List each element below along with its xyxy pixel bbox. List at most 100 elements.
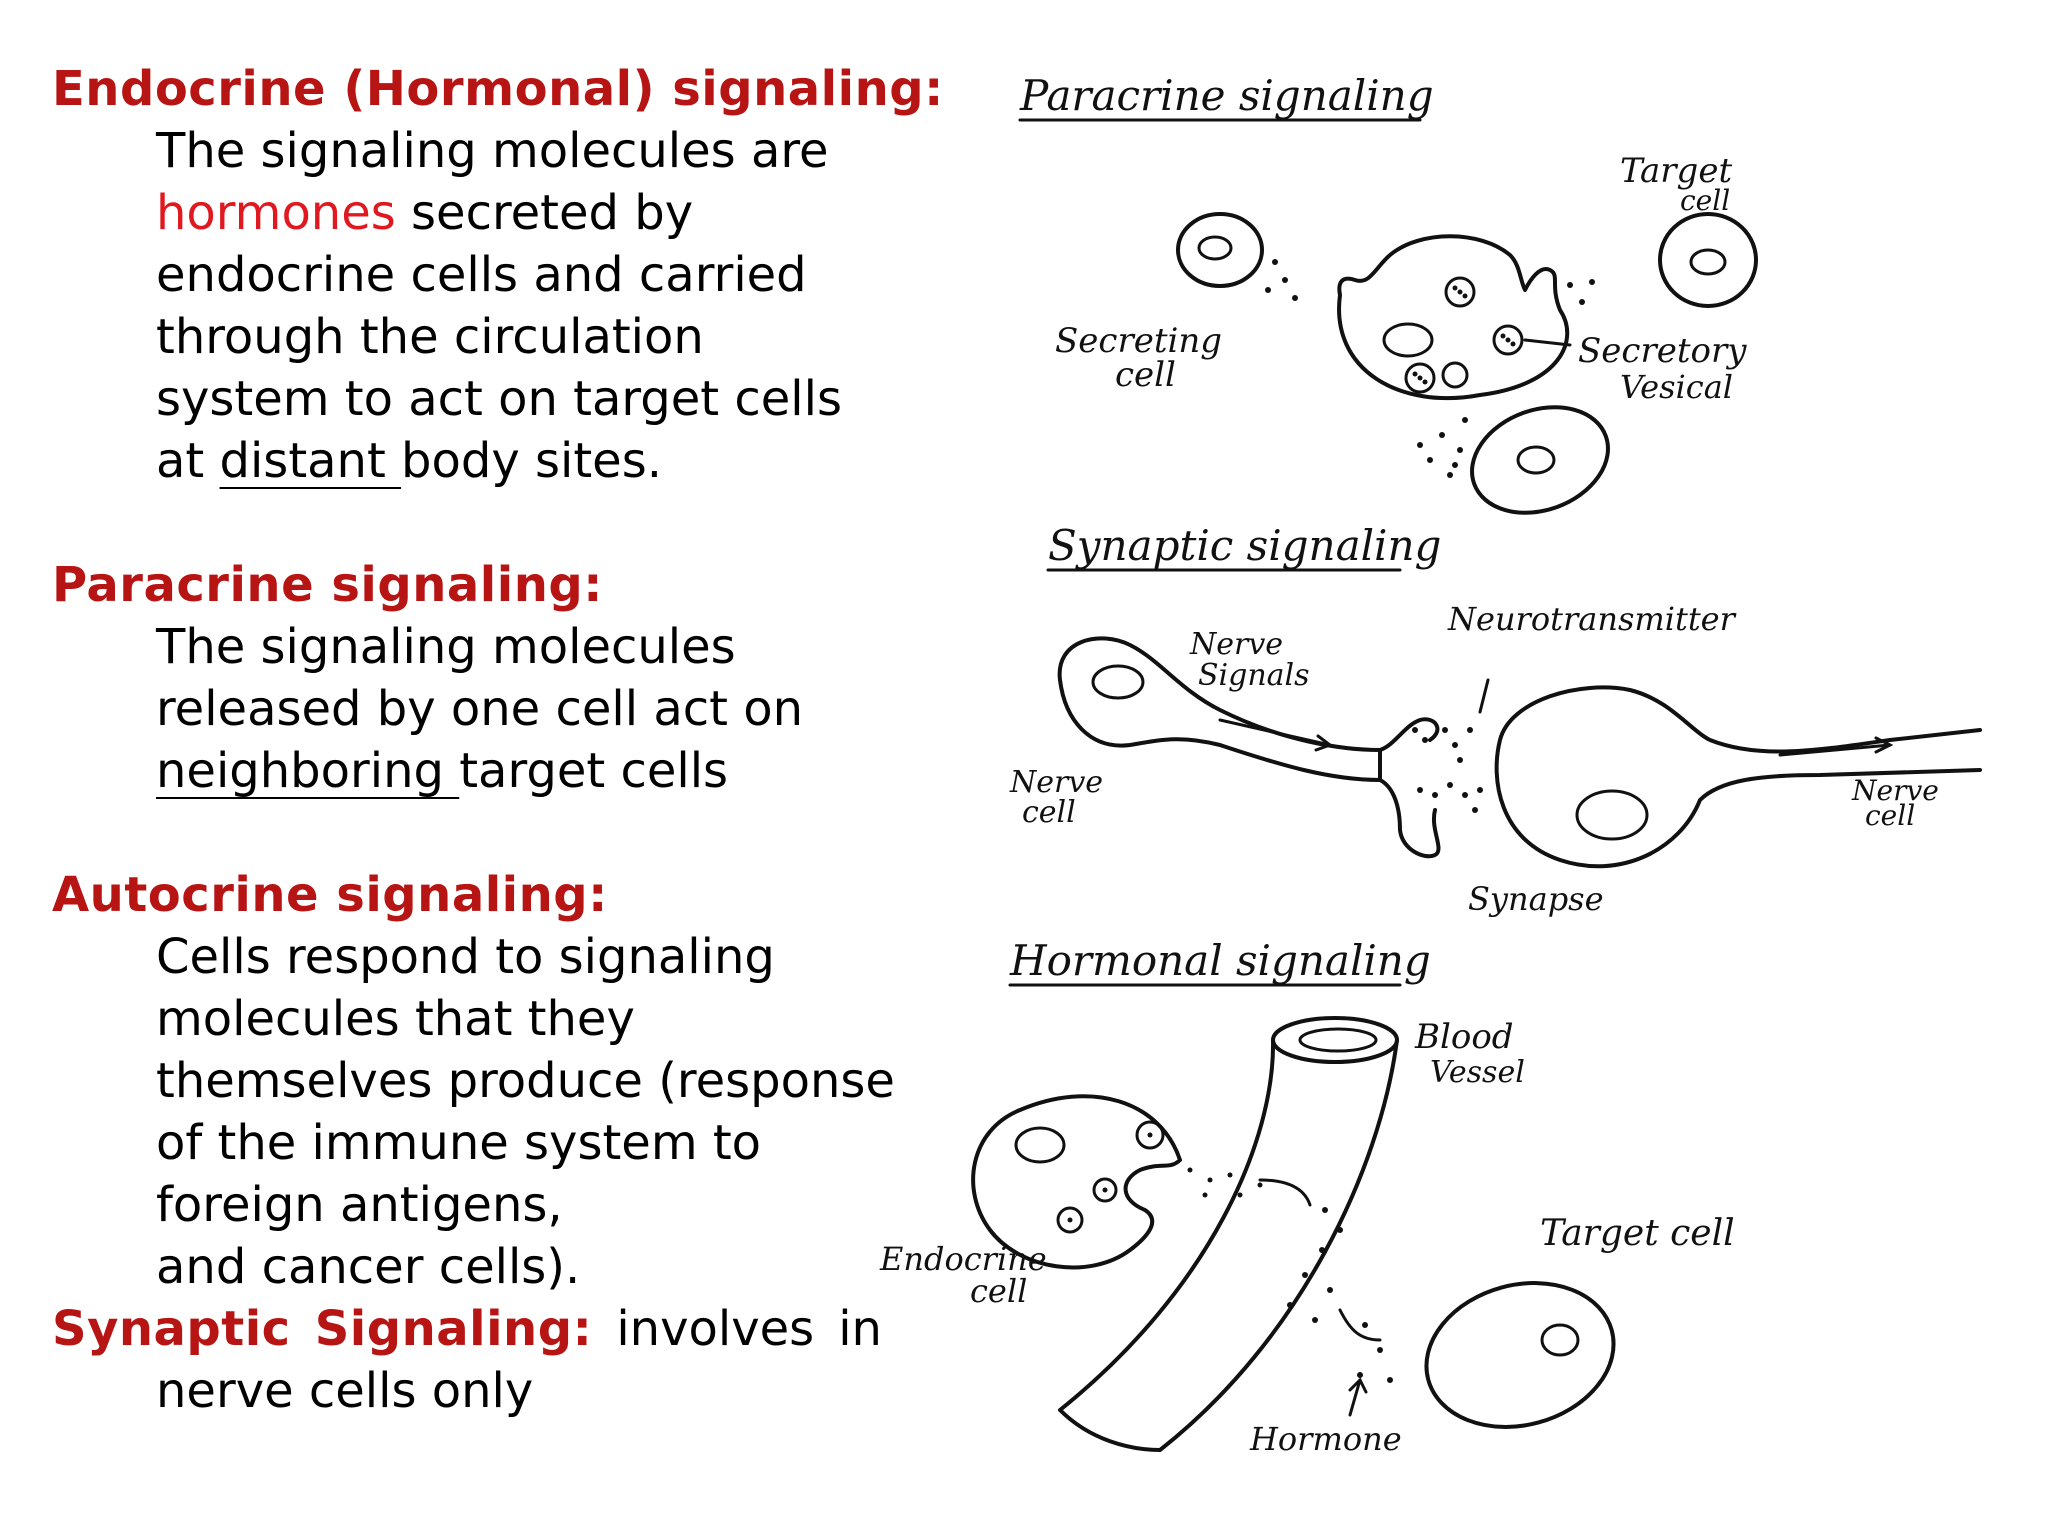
vesical-pointer: [1523, 338, 1572, 347]
blood-vessel-label-1: Blood: [1414, 1017, 1514, 1057]
hormones-highlight: hormones: [156, 185, 396, 241]
paracrine-line-3-post: target cells: [459, 743, 729, 799]
endocrine-line-1: The signaling molecules are: [156, 123, 829, 179]
endocrine-cell-label-2: cell: [970, 1272, 1027, 1310]
vesicle-4: [1441, 361, 1469, 389]
left-cell: [1176, 212, 1264, 288]
paracrine-title: Paracrine signaling: [1019, 71, 1434, 120]
paracrine-line-2: released by one cell act on: [156, 681, 803, 737]
right-neuron-nucleus: [1575, 789, 1649, 841]
hormone-arrow-1: [1258, 1178, 1312, 1207]
endocrine-cell-label-1: Endocrine: [879, 1240, 1047, 1278]
autocrine-line-6: and cancer cells).: [156, 1239, 581, 1295]
neurotransmitter-label: Neurotransmitter: [1447, 600, 1737, 638]
secretory-label-2: Vesical: [1620, 368, 1733, 406]
endocrine-heading: Endocrine (Hormonal) signaling:: [52, 61, 944, 117]
secretory-label-1: Secretory: [1578, 331, 1747, 371]
left-cell-nucleus: [1197, 235, 1233, 261]
nerve-cell-left-label-2: cell: [1022, 795, 1076, 830]
paracrine-line-1: The signaling molecules: [156, 619, 736, 675]
synapse-label: Synapse: [1468, 880, 1604, 918]
endocrine-line-5: system to act on target cells: [156, 371, 842, 427]
paracrine-heading: Paracrine signaling:: [52, 557, 603, 613]
neighboring-underlined: neighboring: [156, 743, 460, 799]
secreting-label-2: cell: [1115, 355, 1176, 395]
hormonal-diagram: Hormonal signaling Blood Vessel Endocrin…: [879, 936, 1735, 1458]
hormone-vesicle-2: [1092, 1177, 1118, 1203]
blood-vessel-label-2: Vessel: [1430, 1055, 1525, 1090]
autocrine-line-2: molecules that they: [156, 991, 635, 1047]
hormone-arrow-2: [1338, 1308, 1382, 1342]
vesicle-3: [1404, 362, 1436, 394]
blood-vessel-opening: [1271, 1016, 1399, 1064]
vesicle-1: [1444, 276, 1476, 308]
neurotransmitter-pointer: [1478, 678, 1490, 714]
paracrine-section: Paracrine signaling: The signaling molec…: [52, 554, 892, 802]
hormonal-target-cell-nucleus: [1540, 1323, 1580, 1357]
secreting-label-1: Secreting: [1055, 321, 1222, 361]
vesicle-2: [1492, 324, 1524, 356]
paracrine-target-label-2: cell: [1680, 184, 1730, 217]
endocrine-cell-nucleus: [1014, 1126, 1066, 1164]
hormone-vesicle-3: [1056, 1206, 1084, 1234]
synaptic-heading-word-2: Signaling:: [314, 1301, 593, 1357]
hormone-label: Hormone: [1249, 1420, 1402, 1458]
blood-vessel-lumen: [1298, 1027, 1378, 1053]
nerve-signals-label-1: Nerve: [1189, 627, 1283, 662]
endocrine-line-2: hormones secreted by: [52, 182, 892, 244]
endocrine-line-6-pre: at: [156, 433, 220, 489]
endocrine-section: Endocrine (Hormonal) signaling: The sign…: [52, 58, 944, 492]
endocrine-cell: [971, 1094, 1182, 1270]
text-panel: Endocrine (Hormonal) signaling: The sign…: [52, 58, 944, 1422]
synaptic-title: Synaptic signaling: [1048, 521, 1441, 570]
endocrine-line-3: endocrine cells and carried: [156, 247, 807, 303]
nerve-cell-right-label-2: cell: [1865, 799, 1915, 832]
target-cell-right-nucleus: [1689, 248, 1727, 276]
synaptic-section: Synaptic Signaling: involves in nerve ce…: [52, 1298, 892, 1422]
hormonal-title: Hormonal signaling: [1009, 936, 1431, 985]
autocrine-line-1: Cells respond to signaling: [156, 929, 775, 985]
hormone-pointer-head: [1348, 1377, 1368, 1394]
synaptic-heading-word-1: Synaptic: [52, 1301, 291, 1357]
secreting-cell: [1337, 234, 1570, 401]
right-signal-arrowhead: [1874, 736, 1894, 754]
endocrine-line-6: at distant body sites.: [52, 430, 892, 492]
paracrine-diagram: Paracrine signaling Target cell: [1018, 71, 1758, 515]
synaptic-heading-row: Synaptic Signaling: involves in: [52, 1298, 882, 1360]
target-cell-right: [1658, 212, 1758, 308]
nerve-signal-arrowhead: [1314, 734, 1334, 752]
synaptic-diagram: Synaptic signaling Nerve Signals Neurotr…: [1009, 521, 1982, 918]
axon-terminal: [1378, 717, 1441, 859]
secreting-cell-nucleus: [1382, 322, 1434, 358]
synaptic-inline-word-1: involves: [616, 1301, 815, 1357]
autocrine-line-4: of the immune system to: [156, 1115, 762, 1171]
autocrine-section: Autocrine signaling: Cells respond to si…: [52, 864, 895, 1298]
blood-vessel: [1058, 1038, 1399, 1452]
left-neuron-nucleus: [1091, 664, 1145, 700]
autocrine-line-3: themselves produce (response: [156, 1053, 895, 1109]
right-neuron: [1494, 685, 1982, 869]
right-signal-arrow: [1778, 743, 1892, 757]
paracrine-line-3: neighboring target cells: [52, 740, 892, 802]
synaptic-line-2: nerve cells only: [156, 1363, 534, 1419]
nerve-signal-arrow: [1218, 718, 1332, 747]
endocrine-line-2-rest: secreted by: [395, 185, 694, 241]
target-cell-bottom-nucleus: [1516, 445, 1556, 475]
autocrine-line-5: foreign antigens,: [156, 1177, 563, 1233]
target-cell-bottom: [1470, 405, 1610, 515]
hormonal-target-label: Target cell: [1540, 1213, 1735, 1254]
hormone-vesicle-1: [1135, 1120, 1165, 1150]
diagram-svg: Paracrine signaling Target cell: [879, 71, 1982, 1458]
endocrine-line-6-post: body sites.: [401, 433, 662, 489]
endocrine-line-4: through the circulation: [156, 309, 704, 365]
hormonal-target-cell: [1424, 1281, 1616, 1429]
nerve-cell-right-label-1: Nerve: [1851, 774, 1939, 807]
nerve-cell-left-label-1: Nerve: [1009, 765, 1103, 800]
nerve-signals-label-2: Signals: [1198, 658, 1310, 693]
paracrine-target-label-1: Target: [1620, 151, 1732, 191]
distant-underlined: distant: [219, 433, 402, 489]
hormone-pointer: [1348, 1378, 1362, 1417]
autocrine-heading: Autocrine signaling:: [52, 867, 608, 923]
signaling-diagrams: Paracrine signaling Target cell: [860, 40, 2040, 1480]
synaptic-inline-word-2: in: [838, 1301, 882, 1357]
